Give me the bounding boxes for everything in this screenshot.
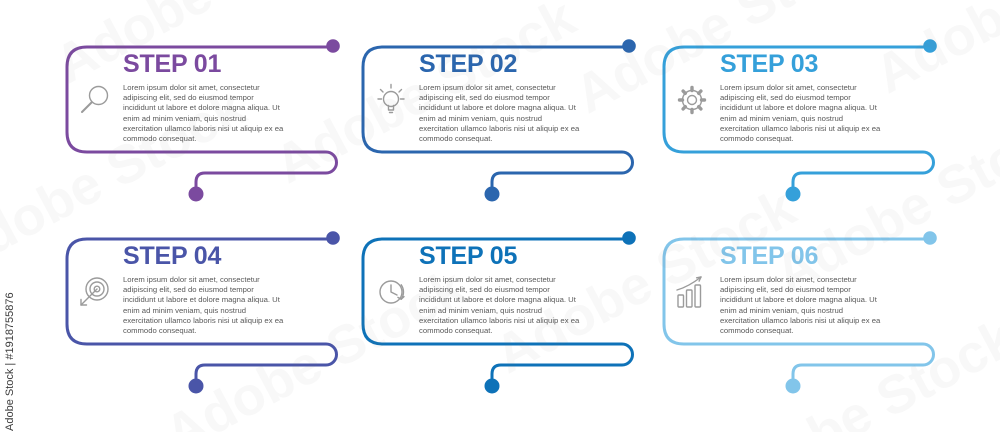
search-icon	[75, 80, 115, 120]
step-description: Lorem ipsum dolor sit amet, consectetur …	[720, 275, 881, 336]
clock-icon	[371, 272, 411, 312]
step-title: STEP 06	[720, 242, 819, 270]
step-start-dot	[923, 231, 937, 245]
step-connector-line	[65, 231, 340, 394]
step-module-02: STEP 02 Lorem ipsum dolor sit amet, cons…	[356, 30, 656, 210]
bar-chart-icon	[672, 272, 712, 312]
step-start-dot	[326, 231, 340, 245]
stock-id-watermark: Adobe Stock | #1918755876	[4, 292, 16, 431]
step-end-dot	[484, 378, 500, 394]
step-title: STEP 01	[123, 50, 222, 78]
step-description: Lorem ipsum dolor sit amet, consectetur …	[419, 83, 580, 144]
step-title: STEP 05	[419, 242, 518, 270]
step-start-dot	[326, 39, 340, 53]
step-module-04: STEP 04 Lorem ipsum dolor sit amet, cons…	[60, 222, 360, 402]
step-module-05: STEP 05 Lorem ipsum dolor sit amet, cons…	[356, 222, 656, 402]
step-title: STEP 02	[419, 50, 518, 78]
step-module-06: STEP 06 Lorem ipsum dolor sit amet, cons…	[657, 222, 957, 402]
step-module-01: STEP 01 Lorem ipsum dolor sit amet, cons…	[60, 30, 360, 210]
lightbulb-icon	[371, 80, 411, 120]
step-end-dot	[188, 378, 204, 394]
step-title: STEP 04	[123, 242, 222, 270]
step-end-dot	[484, 186, 500, 202]
step-description: Lorem ipsum dolor sit amet, consectetur …	[419, 275, 580, 336]
step-connector-line	[662, 39, 937, 202]
step-connector-line	[361, 39, 636, 202]
step-description: Lorem ipsum dolor sit amet, consectetur …	[720, 83, 881, 144]
step-end-dot	[785, 186, 801, 202]
step-description: Lorem ipsum dolor sit amet, consectetur …	[123, 275, 284, 336]
step-module-03: STEP 03 Lorem ipsum dolor sit amet, cons…	[657, 30, 957, 210]
step-start-dot	[622, 39, 636, 53]
step-description: Lorem ipsum dolor sit amet, consectetur …	[123, 83, 284, 144]
step-start-dot	[622, 231, 636, 245]
step-end-dot	[188, 186, 204, 202]
step-end-dot	[785, 378, 801, 394]
step-connector-line	[662, 231, 937, 394]
step-connector-line	[65, 39, 340, 202]
step-title: STEP 03	[720, 50, 819, 78]
target-icon	[75, 272, 115, 312]
step-connector-line	[361, 231, 636, 394]
step-start-dot	[923, 39, 937, 53]
gear-icon	[672, 80, 712, 120]
